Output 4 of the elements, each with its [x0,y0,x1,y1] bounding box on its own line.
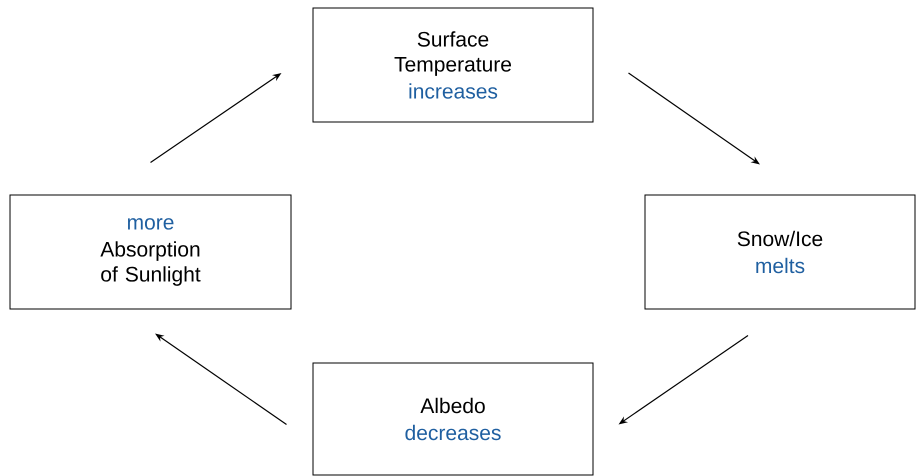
process-box: more Absorption of Sunlight [10,194,292,310]
process-box: Surface Temperature increases [312,8,594,122]
process-box: Snow/Ice melts [644,194,916,310]
process-box: Albedo decreases [312,362,594,476]
